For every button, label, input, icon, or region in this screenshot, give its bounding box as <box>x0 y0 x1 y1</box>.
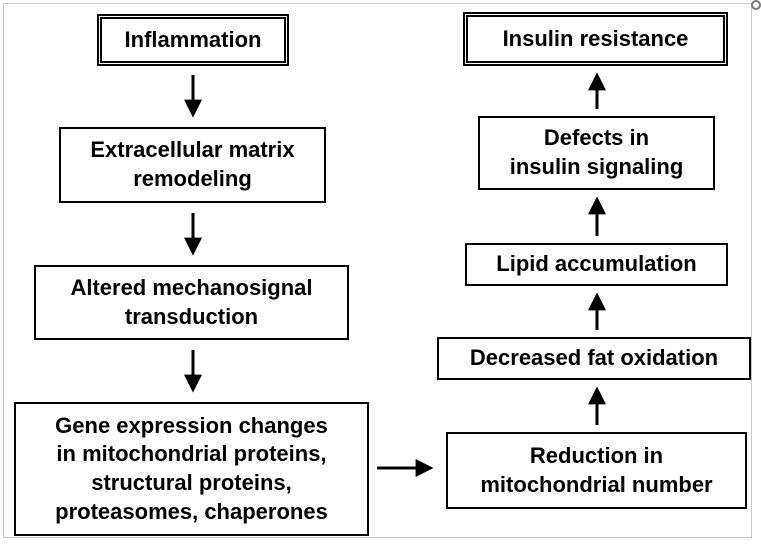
node-inflammation-label: Inflammation <box>124 26 262 52</box>
node-extracellular-matrix-label: Extracellular matrix remodeling <box>90 137 295 191</box>
node-gene-expression: Gene expression changes in mitochondrial… <box>14 402 369 536</box>
node-reduction-mitochondria-label: Reduction in mitochondrial number <box>480 442 713 497</box>
node-insulin-resistance-label: Insulin resistance <box>502 25 689 51</box>
node-inflammation: Inflammation <box>97 14 289 66</box>
node-lipid-accumulation-label: Lipid accumulation <box>496 251 697 277</box>
node-fat-oxidation: Decreased fat oxidation <box>437 337 751 380</box>
node-defects-insulin: Defects in insulin signaling <box>478 116 715 190</box>
node-reduction-mitochondria: Reduction in mitochondrial number <box>446 432 747 509</box>
node-mechanosignal-label: Altered mechanosignal transduction <box>70 274 313 329</box>
node-fat-oxidation-label: Decreased fat oxidation <box>469 345 719 371</box>
node-mechanosignal: Altered mechanosignal transduction <box>34 265 349 340</box>
node-defects-insulin-label: Defects in insulin signaling <box>509 125 684 179</box>
corner-handle-icon <box>751 0 761 10</box>
node-extracellular-matrix: Extracellular matrix remodeling <box>59 127 326 203</box>
node-gene-expression-label: Gene expression changes in mitochondrial… <box>55 412 328 524</box>
node-insulin-resistance: Insulin resistance <box>463 12 728 66</box>
node-lipid-accumulation: Lipid accumulation <box>465 243 728 286</box>
